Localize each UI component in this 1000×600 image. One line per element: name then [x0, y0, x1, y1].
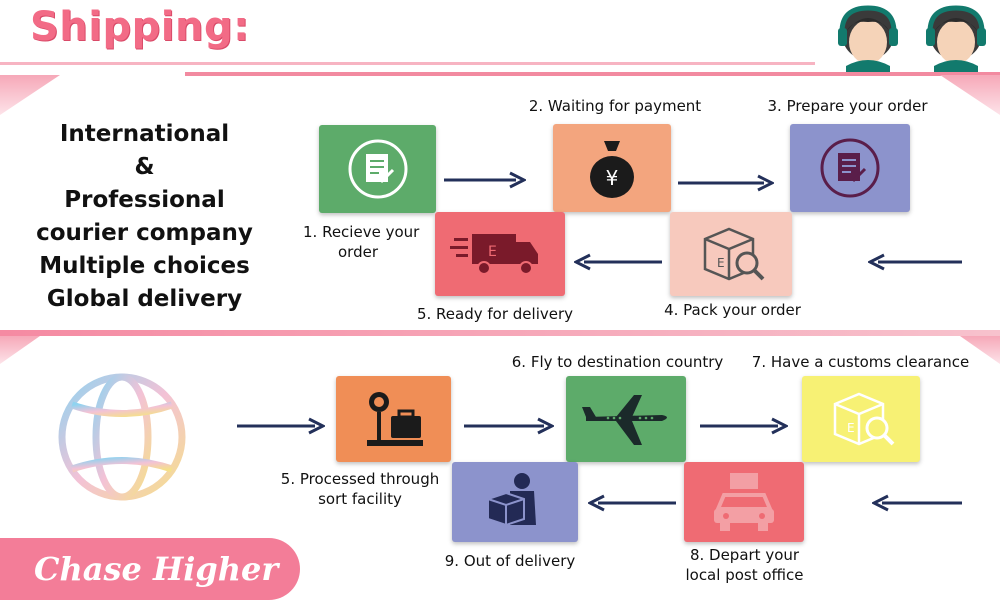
- svg-text:E: E: [717, 256, 725, 270]
- step-2-label: 2. Waiting for payment: [528, 97, 702, 115]
- step-prepare-order: [790, 124, 910, 212]
- order-list-icon: [820, 138, 880, 198]
- header-divider: [185, 72, 1000, 76]
- step-1-label-line1: 1. Recieve your: [303, 223, 420, 241]
- step-sort-facility: [336, 376, 451, 462]
- arrow-left-icon: [868, 253, 962, 271]
- car-icon: [714, 473, 774, 531]
- arrow-right-icon: [444, 171, 526, 189]
- tagline-line-5: Multiple choices: [39, 253, 250, 279]
- step-3-label: 3. Prepare your order: [767, 97, 928, 115]
- step-depart-post-office: [684, 462, 804, 542]
- corner-decoration-lower: [0, 336, 40, 364]
- svg-text:E: E: [847, 421, 855, 435]
- money-bag-icon: ¥: [590, 141, 634, 198]
- step-8-label-line1: 8. Depart your: [689, 546, 800, 564]
- tagline-line-6: Global delivery: [46, 286, 243, 312]
- step-out-of-delivery: [452, 462, 578, 542]
- brand-badge: Chase Higher: [0, 538, 300, 600]
- order-form-icon: [348, 139, 407, 199]
- globe-icon: [58, 373, 186, 501]
- step-1-label: 1. Recieve your order: [303, 222, 420, 262]
- arrow-right-icon-3: [237, 417, 325, 435]
- header-divider-upper: [0, 62, 815, 65]
- step-8-label: 8. Depart your local post office: [672, 545, 817, 585]
- step-ready-delivery: E: [435, 212, 565, 296]
- step-4-label: 4. Pack your order: [664, 301, 801, 319]
- step-8-label-line2: local post office: [685, 566, 804, 584]
- customs-package-icon: E: [833, 392, 895, 446]
- support-agent-icon-2: [926, 5, 986, 72]
- step-6-label: 6. Fly to destination country: [511, 353, 724, 371]
- corner-decoration: [0, 75, 60, 115]
- arrow-right-icon-2: [678, 174, 774, 192]
- scale-luggage-icon: [366, 392, 423, 446]
- tagline: International & Professional courier com…: [12, 118, 277, 316]
- section-divider: [0, 330, 1000, 336]
- tagline-line-2: &: [134, 154, 155, 180]
- step-1-label-line2: order: [338, 243, 378, 261]
- svg-text:E: E: [488, 244, 497, 260]
- step-fly-destination: [566, 376, 686, 462]
- tagline-line-3: Professional: [64, 187, 225, 213]
- step-9-label: 9. Out of delivery: [444, 552, 576, 570]
- corner-decoration-right: [940, 75, 1000, 115]
- tagline-line-1: International: [59, 121, 230, 147]
- arrow-right-icon-4: [464, 417, 554, 435]
- svg-text:¥: ¥: [606, 166, 619, 190]
- arrow-left-icon-3: [872, 494, 962, 512]
- delivery-truck-icon: E: [450, 234, 538, 275]
- page-title: Shipping:: [30, 4, 250, 50]
- step-sort-label-line1: 5. Processed through: [280, 470, 440, 488]
- arrow-left-icon-4: [588, 494, 676, 512]
- step-sort-label: 5. Processed through sort facility: [270, 469, 450, 509]
- step-7-label: 7. Have a customs clearance: [751, 353, 970, 371]
- step-waiting-payment: ¥: [553, 124, 671, 212]
- tagline-line-4: courier company: [36, 220, 253, 246]
- step-sort-label-line2: sort facility: [318, 490, 402, 508]
- airplane-icon: [582, 395, 667, 445]
- package-search-icon: E: [703, 227, 765, 281]
- step-5-label: 5. Ready for delivery: [416, 305, 574, 323]
- arrow-left-icon-2: [574, 253, 662, 271]
- step-pack-order: E: [670, 212, 792, 296]
- courier-package-icon: [487, 473, 536, 527]
- step-receive-order: [319, 125, 436, 213]
- step-customs-clearance: E: [802, 376, 920, 462]
- support-agent-icon: [838, 5, 898, 72]
- arrow-right-icon-5: [700, 417, 788, 435]
